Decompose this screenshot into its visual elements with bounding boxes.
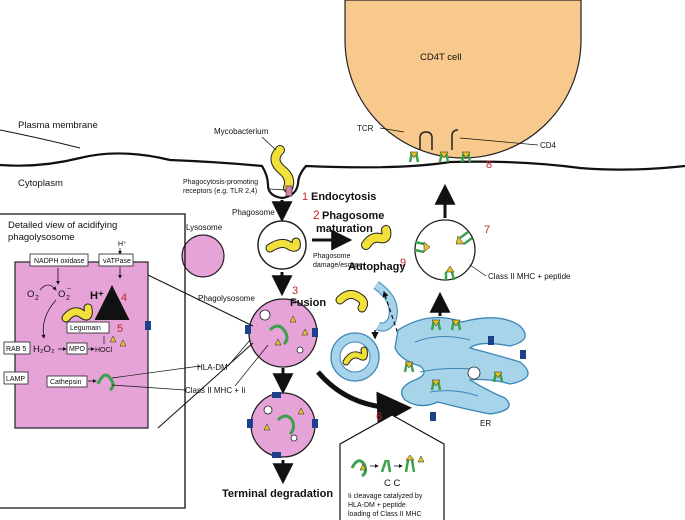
mpo-label: MPO [69, 346, 86, 353]
surface-mhc-1 [408, 151, 420, 163]
plasma-membrane: Plasma membrane Cytoplasm [0, 120, 685, 200]
h2o2-label: H₂O₂ [33, 344, 55, 355]
class2-peptide-label: Class II MHC + peptide [488, 272, 571, 281]
svg-text:2: 2 [66, 295, 70, 302]
cc-symbol: C C [384, 478, 401, 489]
lysosome-label: Lysosome [186, 223, 223, 232]
ii-cleavage-line1: Ii cleavage catalyzed by [348, 493, 423, 500]
cd4-cell-label: CD4T cell [420, 52, 462, 63]
step-2-label-line1: Phagosome [322, 210, 384, 222]
phagosome-label: Phagosome [232, 208, 275, 217]
o2-minus-label: O [58, 289, 65, 300]
phagosome-damage-label-line2: damage/escape [313, 262, 363, 269]
cathepsin-label: Cathepsin [50, 379, 82, 386]
nadph-oxidase-label: NADPH oxidase [34, 258, 85, 265]
h-plus-label: H⁺ [90, 290, 104, 302]
step-9-number: 9 [400, 257, 406, 269]
cd4-t-cell: CD4T cell [344, 0, 582, 159]
rab5-label: RAB 5 [6, 346, 26, 353]
entering-mycobacterium: Mycobacterium Phagocytosis-promoting rec… [183, 127, 295, 197]
ii-cleavage-inset: C C Ii cleavage catalyzed by HLA-DM + pe… [339, 414, 445, 520]
phagolysosome: Phagolysosome 3 Fusion [198, 285, 326, 368]
step-8-number: 8 [486, 159, 492, 171]
hla-dm-label: HLA-DM [197, 363, 228, 372]
mhc-peptide-vesicle: 7 Class II MHC + peptide [414, 219, 571, 281]
svg-text:−: − [67, 286, 71, 293]
hocl-label: HOCl [95, 347, 113, 354]
autophagy: Autophagy [330, 261, 406, 382]
degrading-phagolysosome [247, 392, 318, 458]
vatpase-label: vATPase [103, 258, 131, 265]
step-4-number: 4 [121, 292, 127, 304]
lamp-label: LAMP [6, 376, 25, 383]
tcr-label: TCR [357, 124, 374, 133]
phagosome-damage-label-line1: Phagosome [313, 253, 350, 260]
legumain-label: Legumain [70, 325, 101, 332]
step-7-number: 7 [484, 224, 490, 236]
er-mhc-4 [430, 379, 442, 391]
hla-labels: HLA-DM Class II MHC + Ii [111, 339, 269, 395]
class2-ii-label: Class II MHC + Ii [185, 386, 245, 395]
phagosome: Phagosome [232, 208, 307, 270]
detailed-view-panel: Detailed view of acidifying phagolysosom… [0, 213, 254, 509]
surface-mhc-2 [438, 151, 450, 163]
terminal-degradation-label: Terminal degradation [222, 488, 333, 500]
er-mhc-5 [492, 371, 504, 383]
tcr-cd4-complex: TCR CD4 8 [357, 124, 557, 171]
phagolysosome-label: Phagolysosome [198, 294, 255, 303]
receptors-label-line1: Phagocytosis-promoting [183, 179, 258, 186]
step-1-label: Endocytosis [311, 191, 376, 203]
cytoplasm-label: Cytoplasm [18, 178, 63, 189]
surface-mhc-3 [460, 151, 472, 163]
svg-text:2: 2 [35, 295, 39, 302]
er-mhc-3 [403, 361, 415, 373]
lysosome: Lysosome [181, 223, 225, 278]
receptors-label-line2: receptors (e.g. TLR 2,4) [183, 188, 257, 195]
step-2-number: 2 [313, 208, 320, 222]
o2-label: O [27, 289, 34, 300]
step-1-number: 1 [302, 191, 308, 203]
h-small-label: H⁺ [118, 241, 127, 248]
step-9-label: Autophagy [348, 261, 406, 273]
mycobacterium-label: Mycobacterium [214, 127, 269, 136]
step-3-number: 3 [292, 285, 298, 297]
escaped-mycobacterium: 9 [361, 225, 406, 269]
er-label: ER [480, 419, 491, 428]
er-mhc-1 [430, 319, 442, 331]
detailed-view-title-line1: Detailed view of acidifying [8, 220, 117, 231]
detailed-view-title-line2: phagolysosome [8, 232, 75, 243]
step-6-number: 6 [376, 411, 382, 423]
ii-cleavage-line3: loading of Class II MHC [348, 511, 422, 518]
cd4-label: CD4 [540, 141, 557, 150]
er-mhc-2 [450, 319, 462, 331]
step-2-label-line2: maturation [316, 223, 373, 235]
ii-cleavage-line2: HLA-DM + peptide [348, 502, 406, 509]
step-3-label: Fusion [290, 297, 326, 309]
endoplasmic-reticulum: ER [394, 316, 529, 428]
step-5-number: 5 [117, 323, 123, 335]
plasma-membrane-label: Plasma membrane [18, 120, 98, 131]
